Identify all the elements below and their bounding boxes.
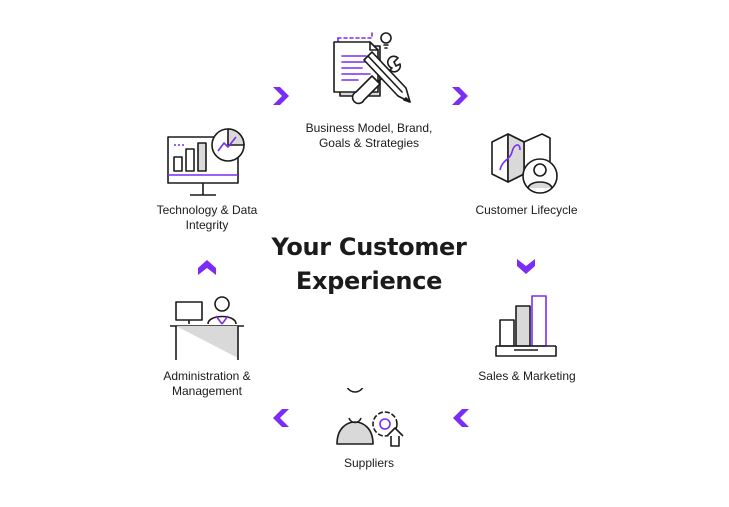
center-title-line-2: Experience bbox=[295, 267, 443, 295]
node-business-model-line-2: Goals & Strategies bbox=[318, 136, 420, 150]
arrow-bottom-right-icon bbox=[453, 409, 469, 427]
node-sales-marketing: Sales & Marketing bbox=[462, 369, 592, 384]
node-customer-lifecycle-line-1: Customer Lifecycle bbox=[475, 203, 578, 217]
node-customer-lifecycle: Customer Lifecycle bbox=[454, 203, 599, 218]
node-administration-line-1: Administration & bbox=[163, 369, 251, 383]
node-suppliers: Suppliers bbox=[314, 456, 424, 471]
node-suppliers-line-1: Suppliers bbox=[343, 456, 395, 470]
node-sales-marketing-line-1: Sales & Marketing bbox=[478, 369, 576, 383]
arrow-top-left-icon bbox=[273, 87, 289, 105]
person-gear-icon bbox=[336, 388, 404, 447]
node-technology-line-2: Integrity bbox=[185, 218, 229, 232]
arrow-bottom-left-icon bbox=[273, 409, 289, 427]
center-title-line-1: Your Customer bbox=[271, 233, 467, 261]
node-business-model-line-1: Business Model, Brand, bbox=[305, 121, 433, 135]
node-business-model: Business Model, Brand, Goals & Strategie… bbox=[284, 121, 454, 151]
arrow-left-up-icon bbox=[198, 260, 216, 275]
node-technology: Technology & Data Integrity bbox=[138, 203, 276, 233]
node-administration: Administration & Management bbox=[142, 369, 272, 399]
center-title: Your Customer Experience bbox=[254, 230, 484, 298]
arrow-top-right-icon bbox=[452, 87, 468, 105]
node-technology-line-1: Technology & Data bbox=[156, 203, 258, 217]
node-administration-line-2: Management bbox=[171, 384, 243, 398]
monitor-dashboard-icon bbox=[167, 128, 245, 196]
document-pencil-wrench-icon bbox=[333, 30, 411, 105]
desk-worker-icon bbox=[170, 296, 244, 360]
map-person-icon bbox=[491, 133, 558, 194]
arrow-right-down-icon bbox=[517, 259, 535, 274]
bar-chart-icon bbox=[495, 295, 557, 357]
